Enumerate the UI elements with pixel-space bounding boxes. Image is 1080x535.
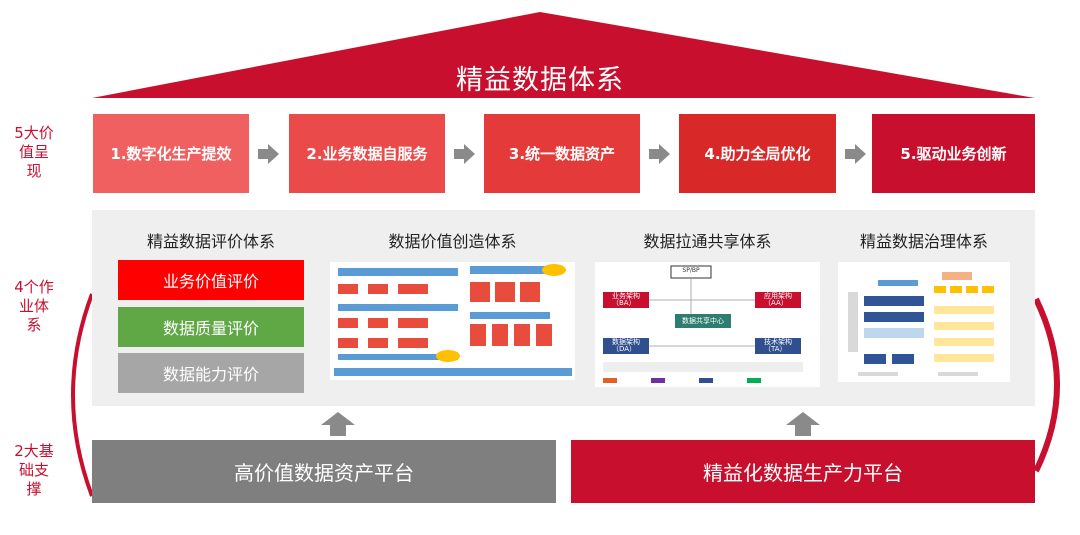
value-box-2: 2.业务数据自服务 [289, 114, 445, 193]
platform-data-asset: 高价值数据资产平台 [92, 440, 556, 503]
eval-business-value: 业务价值评价 [118, 260, 304, 300]
value-box-1: 1.数字化生产提效 [93, 114, 249, 193]
share-ba-label: 业务架构 （BA） [612, 292, 640, 307]
share-aa-label: 应用架构 （AA） [764, 292, 792, 307]
sharing-architecture [603, 265, 803, 383]
sharing-diagram: SP/BP 数据共享中心 业务架构 （BA） 应用架构 （AA） 数据架构 （D… [595, 262, 820, 387]
system-title-value-creation: 数据价值创造体系 [388, 232, 517, 251]
system-title-sharing: 数据拉通共享体系 [643, 232, 772, 251]
system-title-governance: 精益数据治理体系 [859, 232, 988, 251]
roof [92, 12, 1035, 98]
arrow-right-icon [845, 144, 866, 164]
page-title: 精益数据体系 [456, 65, 624, 96]
eval-data-capability: 数据能力评价 [118, 353, 304, 393]
value-box-4: 4.助力全局优化 [679, 114, 836, 193]
share-center-label: 数据共享中心 [682, 317, 724, 325]
right-brace-arc [1033, 297, 1060, 473]
platform-data-productivity: 精益化数据生产力平台 [571, 440, 1035, 503]
system-title-evaluation: 精益数据评价体系 [146, 232, 275, 251]
level-label-values: 5大价值呈现 [14, 124, 54, 180]
arrow-up-icon [321, 412, 355, 436]
arrow-up-icon [786, 412, 820, 436]
arrow-right-icon [258, 144, 279, 164]
share-da-label: 数据架构 （DA） [612, 338, 640, 353]
governance-diagram [838, 262, 1010, 382]
share-top-label: SP/BP [682, 267, 700, 274]
eval-data-quality: 数据质量评价 [118, 307, 304, 347]
governance-matrix [848, 268, 994, 376]
arrow-right-icon [454, 144, 475, 164]
level-label-work: 4个作业体系 [14, 278, 54, 334]
value-box-5: 5.驱动业务创新 [872, 114, 1035, 193]
arrow-right-icon [649, 144, 670, 164]
share-ta-label: 技术架构 （TA） [764, 338, 792, 353]
value-box-3: 3.统一数据资产 [484, 114, 640, 193]
value-creation-diagram [330, 262, 575, 380]
level-label-base: 2大基础支撑 [14, 442, 54, 498]
left-brace-arc [71, 293, 94, 497]
value-creation-flow [334, 264, 572, 376]
